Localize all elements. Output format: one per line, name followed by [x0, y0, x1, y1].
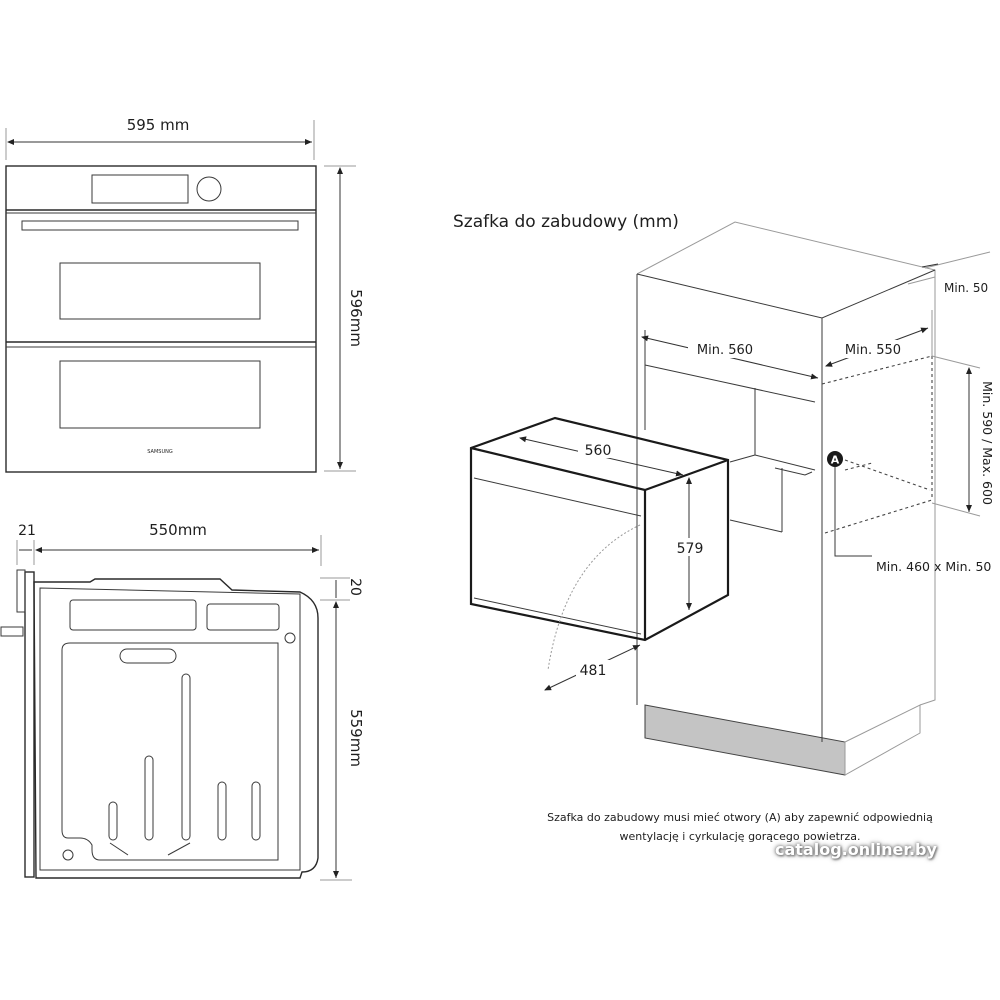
door-handle — [21, 220, 299, 231]
front-height-label: 596mm — [347, 289, 365, 347]
mounting-hole — [284, 632, 296, 644]
rear-gap-label: Min. 50 — [944, 281, 988, 295]
cabinet-title: Szafka do zabudowy (mm) — [453, 212, 679, 232]
control-knob-icon — [196, 176, 222, 202]
oven-width-label: 560 — [585, 443, 612, 459]
oven-door-side — [24, 571, 35, 878]
cabinet-view: Min. 50 Min. 560 Min. 550 Min. 590 / Max… — [469, 221, 995, 776]
front-view: 595 mm SAMSUNG 596mm — [5, 116, 365, 473]
rear-gap-dimension — [921, 263, 939, 268]
niche-top-edge — [644, 364, 816, 403]
side-height-label: 559mm — [347, 709, 365, 767]
watermark: catalog.onliner.by — [775, 840, 937, 859]
side-panel-recess — [61, 642, 279, 861]
vent-opening-label: Min. 460 x Min. 50 — [876, 559, 991, 574]
vent-marker-letter: A — [831, 454, 840, 467]
oven-3d-body — [469, 416, 730, 642]
note-line-1: Szafka do zabudowy musi mieć otwory (A) … — [547, 811, 933, 824]
side-depth-label: 550mm — [149, 521, 207, 539]
cabinet-outline-back — [636, 221, 936, 706]
niche-height-label: Min. 590 / Max. 600 — [980, 381, 995, 505]
side-panel-slot — [119, 648, 177, 664]
door-depth-label: 21 — [18, 523, 36, 539]
brand-logo: SAMSUNG — [147, 449, 173, 455]
ventilation-note: Szafka do zabudowy musi mieć otwory (A) … — [520, 808, 960, 846]
vent-slots — [69, 599, 280, 631]
niche-width-label: Min. 560 — [697, 343, 753, 358]
front-width-label: 595 mm — [127, 116, 190, 134]
top-offset-label: 20 — [347, 578, 363, 596]
door-swing-label: 481 — [580, 663, 607, 679]
niche-floor-vent — [774, 467, 813, 476]
vent-leader-line — [834, 467, 872, 557]
lower-window — [59, 360, 261, 429]
knob-side — [0, 626, 24, 637]
niche-depth-label: Min. 550 — [845, 343, 901, 358]
upper-window — [59, 262, 261, 320]
cabinet-plinth — [644, 704, 846, 776]
control-display — [91, 174, 189, 204]
oven-height-label: 579 — [677, 541, 704, 557]
vent-marker-icon — [827, 451, 843, 467]
oven-body-side — [33, 578, 319, 879]
control-panel-side — [16, 569, 26, 613]
side-view: 21 550mm 20 — [0, 521, 365, 881]
note-line-2: wentylację i cyrkulację gorącego powietr… — [619, 830, 861, 843]
door-swing-arc — [547, 524, 641, 671]
oven-front-outline — [5, 165, 317, 473]
cabinet-top — [636, 269, 936, 319]
